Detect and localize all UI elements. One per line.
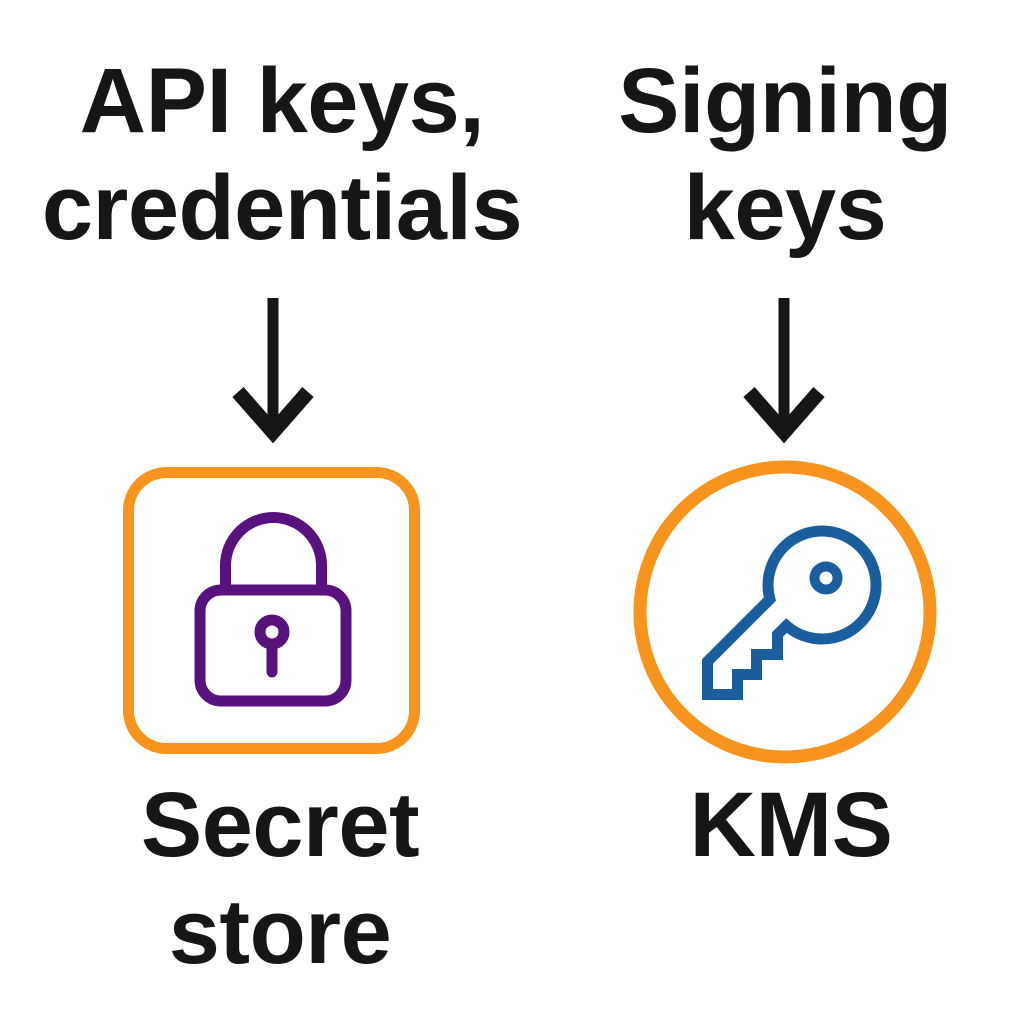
- heading-line: credentials: [41, 157, 523, 259]
- label-kms: KMS: [616, 772, 966, 879]
- padlock-shackle: [220, 512, 327, 594]
- padlock-icon: [123, 467, 420, 754]
- heading-line: keys: [683, 157, 887, 259]
- key-hole: [809, 561, 843, 595]
- heading-line: API keys,: [79, 50, 485, 152]
- label-secret-store: Secret store: [60, 772, 500, 986]
- heading-api-keys-credentials: API keys, credentials: [27, 48, 537, 262]
- key-icon: [633, 460, 937, 764]
- label-line: Secret: [140, 774, 420, 876]
- down-arrow-right: [743, 298, 825, 444]
- down-arrow-left: [232, 298, 314, 444]
- heading-line: Signing: [618, 50, 952, 152]
- heading-signing-keys: Signing keys: [590, 48, 980, 262]
- label-line: KMS: [689, 774, 893, 876]
- label-line: store: [168, 881, 392, 983]
